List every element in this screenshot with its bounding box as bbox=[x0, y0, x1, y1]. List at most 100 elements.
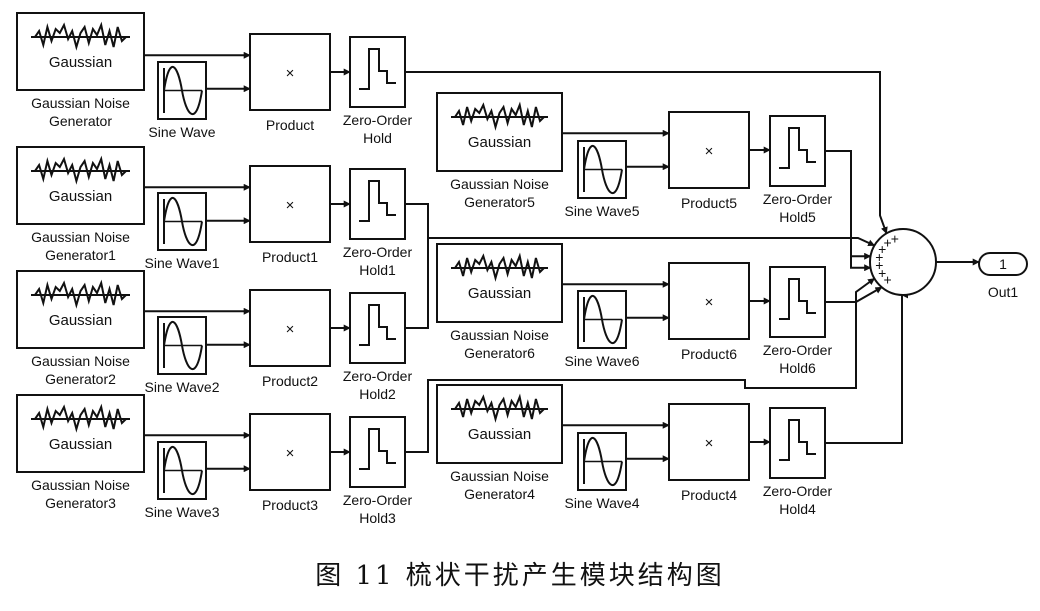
staircase-icon bbox=[359, 48, 396, 90]
hold-label: Hold6 bbox=[779, 360, 816, 376]
noise-waveform-icon bbox=[454, 252, 545, 282]
plus-sign: + bbox=[883, 235, 891, 251]
gaussian-noise-generator-block[interactable] bbox=[16, 12, 145, 91]
gaussian-block-label: Generator1 bbox=[45, 247, 116, 263]
product-block[interactable] bbox=[249, 33, 331, 111]
product-block[interactable] bbox=[249, 289, 331, 367]
zero-order-hold-block[interactable] bbox=[349, 36, 406, 108]
product-block[interactable] bbox=[249, 165, 331, 243]
hold-label: Hold5 bbox=[779, 209, 816, 225]
sine-wave-label: Sine Wave5 bbox=[565, 203, 640, 219]
gaussian-noise-generator-block[interactable] bbox=[16, 270, 145, 349]
zero-order-hold-block[interactable] bbox=[769, 266, 826, 338]
sine-wave-label: Sine Wave6 bbox=[565, 353, 640, 369]
product-block[interactable] bbox=[249, 413, 331, 491]
staircase-icon bbox=[779, 419, 816, 461]
plus-sign: + bbox=[878, 241, 886, 257]
sine-wave-icon bbox=[163, 65, 203, 116]
noise-waveform-icon bbox=[34, 279, 127, 309]
sine-wave-label: Sine Wave2 bbox=[145, 379, 220, 395]
noise-waveform-icon bbox=[34, 21, 127, 51]
sum-block[interactable] bbox=[869, 228, 937, 296]
multiply-icon: × bbox=[286, 197, 295, 214]
hold-label: Zero-Order bbox=[763, 483, 833, 499]
hold-to-sum-wire bbox=[405, 286, 883, 453]
sine-wave-label: Sine Wave bbox=[148, 124, 215, 140]
staircase-icon bbox=[779, 278, 816, 320]
zero-order-hold-block[interactable] bbox=[769, 407, 826, 479]
gaussian-noise-generator-block[interactable] bbox=[16, 394, 145, 473]
multiply-icon: × bbox=[286, 65, 295, 82]
staircase-icon bbox=[359, 304, 396, 346]
hold-to-sum-wire bbox=[405, 238, 429, 329]
sine-wave-label: Sine Wave1 bbox=[145, 255, 220, 271]
zero-order-hold-block[interactable] bbox=[769, 115, 826, 187]
gaussian-inner-label: Gaussian bbox=[49, 188, 112, 205]
gaussian-block-label: Generator5 bbox=[464, 194, 535, 210]
sine-wave-label: Sine Wave3 bbox=[145, 504, 220, 520]
sine-wave-icon bbox=[583, 144, 623, 195]
zero-order-hold-block[interactable] bbox=[349, 168, 406, 240]
gaussian-block-label: Generator bbox=[49, 113, 112, 129]
plus-sign: + bbox=[875, 249, 883, 265]
sine-wave-icon bbox=[163, 196, 203, 247]
gaussian-block-label: Gaussian Noise bbox=[31, 353, 130, 369]
gaussian-noise-generator-block[interactable] bbox=[436, 92, 563, 172]
gaussian-inner-label: Gaussian bbox=[468, 134, 531, 151]
gaussian-noise-generator-block[interactable] bbox=[436, 384, 563, 464]
product-label: Product3 bbox=[262, 497, 318, 513]
outport-label: Out1 bbox=[988, 284, 1019, 300]
multiply-icon: × bbox=[286, 321, 295, 338]
hold-label: Hold3 bbox=[359, 510, 396, 526]
sine-wave-label: Sine Wave4 bbox=[565, 495, 640, 511]
hold-label: Zero-Order bbox=[763, 342, 833, 358]
gaussian-block-label: Gaussian Noise bbox=[450, 176, 549, 192]
gaussian-noise-generator-block[interactable] bbox=[16, 146, 145, 225]
hold-label: Zero-Order bbox=[343, 492, 413, 508]
gaussian-block-label: Generator4 bbox=[464, 486, 535, 502]
gaussian-noise-generator-block[interactable] bbox=[436, 243, 563, 323]
signal-wires bbox=[144, 51, 980, 473]
sine-wave-icon bbox=[163, 445, 203, 496]
gaussian-block-label: Gaussian Noise bbox=[31, 477, 130, 493]
noise-waveform-icon bbox=[34, 155, 127, 185]
zero-order-hold-block[interactable] bbox=[349, 416, 406, 488]
multiply-icon: × bbox=[705, 435, 714, 452]
hold-label: Zero-Order bbox=[763, 191, 833, 207]
gaussian-block-label: Gaussian Noise bbox=[450, 468, 549, 484]
plus-sign: + bbox=[878, 265, 886, 281]
product-block[interactable] bbox=[668, 262, 750, 340]
gaussian-block-label: Generator6 bbox=[464, 345, 535, 361]
hold-to-sum-wire bbox=[825, 277, 876, 303]
gaussian-inner-label: Gaussian bbox=[468, 426, 531, 443]
noise-waveform-icon bbox=[454, 393, 545, 423]
product-label: Product6 bbox=[681, 346, 737, 362]
product-label: Product2 bbox=[262, 373, 318, 389]
figure-caption: 图 11 梳状干扰产生模块结构图 bbox=[315, 561, 725, 591]
hold-to-sum-wire bbox=[825, 291, 909, 444]
gaussian-inner-label: Gaussian bbox=[49, 436, 112, 453]
product-block[interactable] bbox=[668, 403, 750, 481]
hold-to-sum-wire bbox=[405, 71, 888, 235]
plus-sign: + bbox=[891, 230, 899, 246]
plus-sign: + bbox=[883, 271, 891, 287]
product-label: Product5 bbox=[681, 195, 737, 211]
multiply-icon: × bbox=[705, 294, 714, 311]
hold-label: Zero-Order bbox=[343, 112, 413, 128]
product-label: Product1 bbox=[262, 249, 318, 265]
plus-sign: + bbox=[875, 257, 883, 273]
product-block[interactable] bbox=[668, 111, 750, 189]
outport-block[interactable] bbox=[978, 252, 1028, 276]
noise-waveform-icon bbox=[454, 101, 545, 131]
gaussian-block-label: Gaussian Noise bbox=[31, 229, 130, 245]
zero-order-hold-block[interactable] bbox=[349, 292, 406, 364]
hold-label: Hold bbox=[363, 130, 392, 146]
